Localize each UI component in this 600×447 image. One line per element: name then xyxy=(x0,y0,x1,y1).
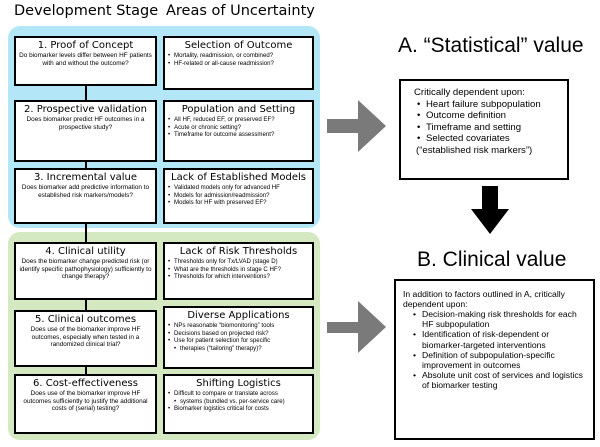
stage-title: 3. Incremental value xyxy=(33,172,138,183)
uncertainty-bullet: therapies (“tailoring” therapy)? xyxy=(168,345,310,353)
stage-title: 6. Cost-effectiveness xyxy=(33,378,138,389)
uncertainty-bullet: Biomarker logistics critical for costs xyxy=(168,405,310,413)
uncertainty-bullet: Acute or chronic setting? xyxy=(168,124,310,132)
header-areas-of-uncertainty: Areas of Uncertainty xyxy=(166,3,315,19)
stage-box-prospective-validation: 2. Prospective validation Does biomarker… xyxy=(14,100,157,162)
black-arrow-down xyxy=(471,186,509,234)
uncertainty-title: Diverse Applications xyxy=(187,310,290,321)
uncertainty-box-shifting-logistics: Shifting Logistics Difficult to compare … xyxy=(163,374,314,434)
stage-box-incremental-value: 3. Incremental value Does biomarker add … xyxy=(14,168,157,224)
uncertainty-bullet: HF-related or all-cause readmission? xyxy=(168,60,310,68)
uncertainty-box-lack-of-established-models: Lack of Established Models Validated mod… xyxy=(163,168,314,224)
uncertainty-title: Selection of Outcome xyxy=(184,40,293,51)
connector-line xyxy=(85,86,87,100)
section-a-heading: A. “Statistical” value xyxy=(398,34,584,57)
stage-description: Does biomarker add predictive informatio… xyxy=(21,184,150,199)
uncertainty-bullet: NPs reasonable “biomonitoring” tools xyxy=(168,322,310,330)
stage-title: 1. Proof of Concept xyxy=(37,40,134,51)
gray-arrow-to-statistical-value xyxy=(327,100,386,152)
uncertainty-box-diverse-applications: Diverse Applications NPs reasonable “bio… xyxy=(163,306,314,369)
stage-box-proof-of-concept: 1. Proof of Concept Do biomarker levels … xyxy=(14,36,157,86)
uncertainty-bullet: Models for HF with preserved EF? xyxy=(168,199,310,207)
stage-description: Does use of the biomarker improve HF out… xyxy=(30,326,141,349)
stage-box-clinical-utility: 4. Clinical utility Does the biomarker c… xyxy=(14,242,157,300)
connector-line xyxy=(85,300,87,310)
section-a-item: Heart failure subpopulation xyxy=(417,99,561,111)
stage-title: 4. Clinical utility xyxy=(45,246,126,257)
uncertainty-bullet: Validated models only for advanced HF xyxy=(168,184,310,192)
section-a-item: Outcome definition xyxy=(417,110,561,122)
uncertainty-bullet: Thresholds only for Tx/LVAD (stage D) xyxy=(168,258,310,266)
stage-title: 2. Prospective validation xyxy=(24,104,147,115)
uncertainty-bullet: Difficult to compare or translate across xyxy=(168,390,310,398)
uncertainty-bullet: Thresholds for which interventions? xyxy=(168,273,310,281)
uncertainty-bullet: Models for admission/readmission? xyxy=(168,192,310,200)
stage-description: Does use of the biomarker improve HF out… xyxy=(23,390,148,413)
section-a-item: Timeframe and setting xyxy=(417,122,561,134)
header-development-stage: Development Stage xyxy=(14,3,159,19)
gray-arrow-to-clinical-value xyxy=(327,301,386,353)
stage-box-clinical-outcomes: 5. Clinical outcomes Does use of the bio… xyxy=(14,310,157,367)
section-b-intro: In addition to factors outlined in A, cr… xyxy=(403,289,565,309)
uncertainty-title: Lack of Established Models xyxy=(171,172,306,183)
section-a-item: Selected covariates xyxy=(417,133,561,145)
stage-title: 5. Clinical outcomes xyxy=(34,314,137,325)
uncertainty-title: Shifting Logistics xyxy=(196,378,281,389)
connector-line xyxy=(85,162,87,168)
connector-line xyxy=(85,224,87,242)
section-a-note: (“established risk markers”) xyxy=(416,144,533,156)
uncertainty-bullet: Mortality, readmission, or combined? xyxy=(168,52,310,60)
uncertainty-box-selection-of-outcome: Selection of Outcome Mortality, readmiss… xyxy=(163,36,314,90)
stage-description: Do biomarker levels differ between HF pa… xyxy=(19,52,152,67)
uncertainty-bullet: systems (bundled vs. per-service care) xyxy=(168,398,310,406)
connector-line xyxy=(85,367,87,374)
uncertainty-bullet: Decisions based on projected risk? xyxy=(168,330,310,338)
uncertainty-bullet: What are the thresholds in stage C HF? xyxy=(168,266,310,274)
uncertainty-box-population-and-setting: Population and Setting All HF, reduced E… xyxy=(163,100,314,162)
uncertainty-bullet: Timeframe for outcome assessment? xyxy=(168,131,310,139)
uncertainty-title: Population and Setting xyxy=(181,104,296,115)
uncertainty-box-lack-of-risk-thresholds: Lack of Risk Thresholds Thresholds only … xyxy=(163,242,314,300)
section-b-item: Definition of subpopulation-specific imp… xyxy=(413,350,587,370)
stage-description: Does biomarker predict HF outcomes in a … xyxy=(26,116,145,131)
section-b-item: Identification of risk-dependent or biom… xyxy=(413,329,587,349)
stage-description: Does the biomarker change predicted risk… xyxy=(19,258,152,281)
uncertainty-title: Lack of Risk Thresholds xyxy=(179,246,298,257)
statistical-value-box: Critically dependent upon: Heart failure… xyxy=(399,79,569,180)
stage-box-cost-effectiveness: 6. Cost-effectiveness Does use of the bi… xyxy=(14,374,157,434)
section-b-heading: B. Clinical value xyxy=(417,248,567,271)
section-a-intro: Critically dependent upon: xyxy=(414,87,525,98)
uncertainty-bullet: All HF, reduced EF, or preserved EF? xyxy=(168,116,310,124)
clinical-value-box: In addition to factors outlined in A, cr… xyxy=(394,279,595,440)
section-b-item: Decision-making risk thresholds for each… xyxy=(413,309,587,329)
section-b-item: Absolute unit cost of services and logis… xyxy=(413,370,587,390)
uncertainty-bullet: Use for patient selection for specific xyxy=(168,337,310,345)
